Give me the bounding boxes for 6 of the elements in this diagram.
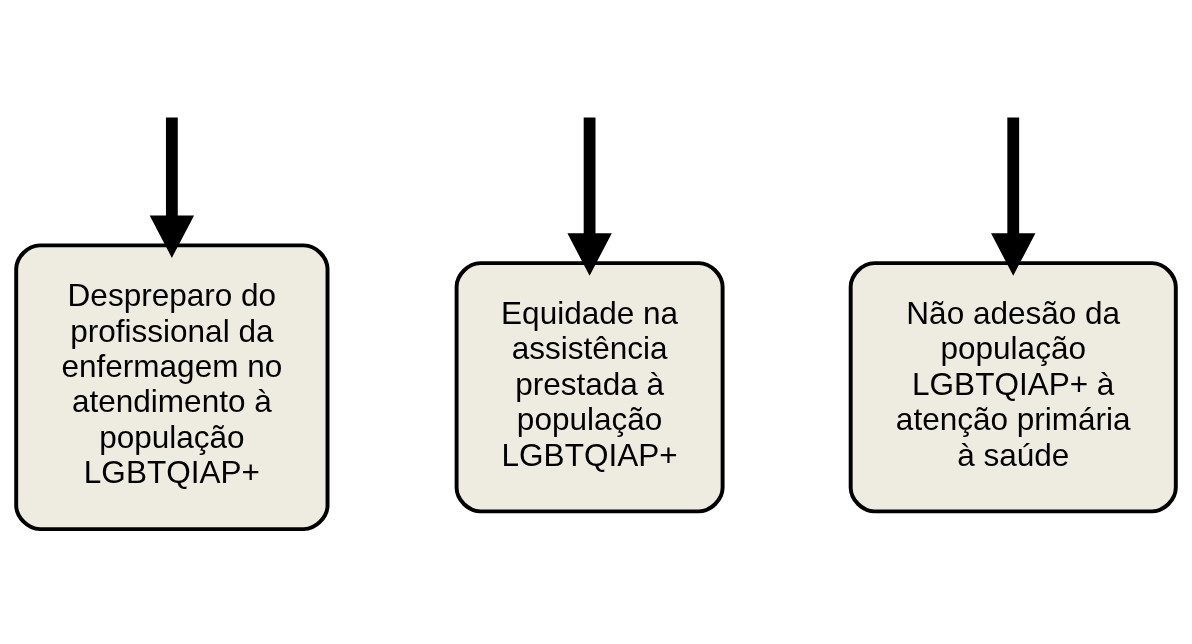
node-box: Despreparo do profissional da enfermagem no atendimento à população LGBTQIAP+ — [14, 242, 330, 531]
arrow — [567, 117, 612, 276]
arrow — [991, 117, 1036, 276]
node-box: Equidade na assistência prestada à população LGBTQIAP+ — [454, 260, 725, 513]
node-box: Não adesão da população LGBTQIAP+ à atenção primária à saúde — [848, 260, 1178, 513]
arrow — [149, 117, 195, 258]
